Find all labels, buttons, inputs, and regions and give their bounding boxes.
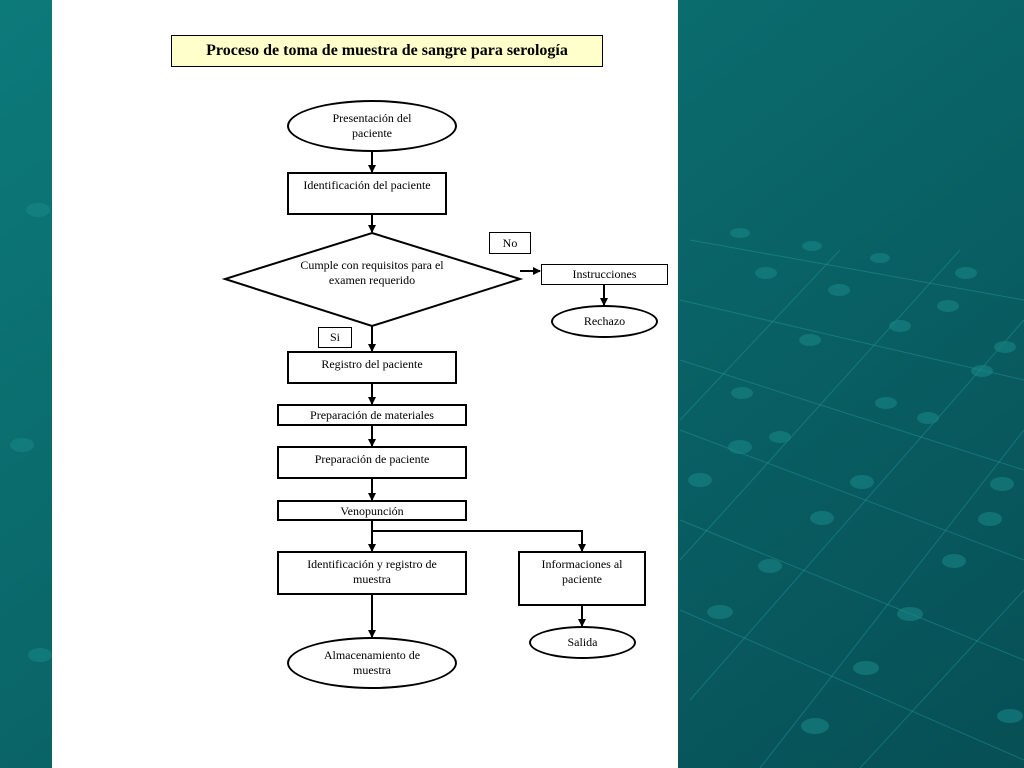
node-venopuncion: Venopunción <box>277 500 467 521</box>
node-instrucciones-label: Instrucciones <box>572 267 637 281</box>
node-salida-label: Salida <box>567 635 598 649</box>
arrow-venopuncion-informaciones <box>372 530 586 552</box>
node-almacenamiento-muestra: Almacenamiento de muestra <box>287 637 457 689</box>
diagram-title: Proceso de toma de muestra de sangre par… <box>171 35 603 67</box>
decision-label: Cumple con requisitos para el examen req… <box>300 258 444 287</box>
node-informaciones-paciente: Informaciones al paciente <box>518 551 646 606</box>
node-rechazo: Rechazo <box>551 305 658 338</box>
no-label: No <box>489 232 531 254</box>
si-label: Si <box>318 327 352 348</box>
node-preparacion-paciente: Preparación de paciente <box>277 446 467 479</box>
node-presentacion-label: Presentación del paciente <box>332 111 412 140</box>
node-preparacion-paciente-label: Preparación de paciente <box>314 452 430 466</box>
node-identificacion-label: Identificación del paciente <box>303 178 431 192</box>
node-instrucciones: Instrucciones <box>541 264 668 285</box>
node-venopuncion-label: Venopunción <box>340 504 404 518</box>
node-identificacion-registro-muestra-label: Identificación y registro de muestra <box>307 557 437 586</box>
node-salida: Salida <box>529 626 636 659</box>
node-registro-paciente: Registro del paciente <box>287 351 457 384</box>
node-informaciones-label: Informaciones al paciente <box>541 557 623 586</box>
node-rechazo-label: Rechazo <box>583 314 626 328</box>
node-identificacion-registro-muestra: Identificación y registro de muestra <box>277 551 467 595</box>
node-registro-label: Registro del paciente <box>321 357 423 371</box>
decision-diamond <box>221 231 524 328</box>
node-preparacion-materiales-label: Preparación de materiales <box>310 407 434 422</box>
node-identificacion-paciente: Identificación del paciente <box>287 172 447 215</box>
node-preparacion-materiales: Preparación de materiales <box>277 404 467 426</box>
node-presentacion-paciente: Presentación del paciente <box>287 100 457 152</box>
node-almacenamiento-label: Almacenamiento de muestra <box>323 648 421 677</box>
